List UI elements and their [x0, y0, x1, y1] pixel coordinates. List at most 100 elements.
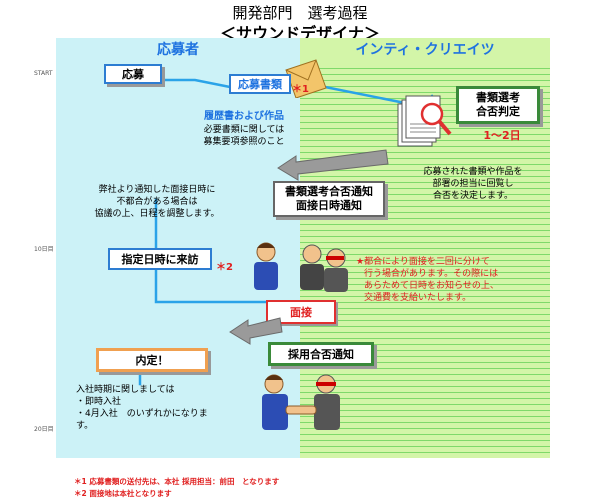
lane-stripe [300, 410, 550, 411]
lane-stripe [300, 302, 550, 303]
interview-note-line1: ★都合により面接を二回に分けて [356, 257, 490, 267]
result-notice-line1: 書類選考合否通知 [285, 185, 373, 198]
lane-stripe [300, 164, 550, 165]
apply-box: 応募 [104, 64, 162, 84]
lane-stripe [300, 398, 550, 399]
lane-stripe [300, 434, 550, 435]
gray-arrow-icon [277, 149, 389, 181]
lane-stripe [300, 356, 550, 357]
schedule-line3: 協議の上、日程を調整します。 [94, 209, 220, 219]
lane-stripe [300, 296, 550, 297]
lane-stripe [300, 254, 550, 255]
lane-stripe [300, 320, 550, 321]
result-notice-box: 書類選考合否通知 面接日時通知 [273, 181, 385, 217]
lane-stripe [300, 74, 550, 75]
flow-line-visit-to-interview [154, 268, 268, 304]
lane-stripe [300, 188, 550, 189]
lane-stripe [300, 218, 550, 219]
lane-stripe [300, 224, 550, 225]
lane-stripe [300, 92, 550, 93]
lane-stripe [300, 308, 550, 309]
screening-days: 1～2日 [483, 129, 521, 142]
lane-stripe [300, 230, 550, 231]
lane-stripe [300, 428, 550, 429]
flow-line-apply-to-docs [153, 78, 237, 90]
lane-stripe [300, 206, 550, 207]
interview-people-icon [254, 242, 348, 292]
review-line2: 部署の担当に回覧し [432, 179, 514, 189]
required-docs-line2: 募集要項参照のこと [203, 137, 285, 147]
join-line1: 入社時期に関しましては [76, 385, 175, 395]
lane-stripe [300, 380, 550, 381]
review-line3: 合否を決定します。 [432, 191, 514, 201]
lane-stripe [300, 284, 550, 285]
lane-stripe [300, 212, 550, 213]
lane-stripe [300, 278, 550, 279]
lane-stripe [300, 350, 550, 351]
lane-stripe [300, 182, 550, 183]
screening-line1: 書類選考 [476, 91, 520, 104]
interview-note-line3: あらためて日時をお知らせの上、 [364, 281, 499, 291]
timeline-day10: 10日目 [34, 246, 54, 253]
lane-stripe [300, 176, 550, 177]
lane-stripe [300, 314, 550, 315]
lane-stripe [300, 170, 550, 171]
lane-stripe [300, 194, 550, 195]
lane-stripe [300, 266, 550, 267]
lane-stripe [300, 338, 550, 339]
magnifier-document-icon [397, 95, 452, 147]
page-title: 開発部門 選考過程 [232, 4, 368, 22]
lane-stripe [300, 68, 550, 69]
footer-note1: ＊1 応募書類の送付先は、本社 採用担当：前田 となります [74, 477, 280, 486]
lane-stripe [300, 404, 550, 405]
handshake-icon [262, 374, 340, 430]
hire-notice-box: 採用合否通知 [268, 342, 374, 366]
review-line1: 応募された書類や作品を [423, 167, 523, 177]
lane-stripe [300, 200, 550, 201]
lane-stripe [300, 374, 550, 375]
lane-stripe [300, 248, 550, 249]
lane-stripe [300, 392, 550, 393]
lane-stripe [300, 242, 550, 243]
join-line4: す。 [76, 421, 94, 431]
note2-mark: ＊2 [216, 262, 233, 273]
schedule-line2: 不都合がある場合は [116, 197, 198, 207]
lane-stripe [300, 236, 550, 237]
timeline-start: START [34, 70, 53, 77]
required-docs-line1: 必要書類に関しては [203, 125, 285, 135]
lane-stripe [300, 260, 550, 261]
lane-stripe [300, 422, 550, 423]
lane-stripe [300, 344, 550, 345]
note1-mark: ＊1 [292, 84, 309, 95]
schedule-line1: 弊社より通知した面接日時に [98, 185, 216, 195]
lane-stripe [300, 86, 550, 87]
lane-stripe [300, 362, 550, 363]
join-line2: ・即時入社 [76, 397, 122, 407]
interview-note-line4: 交通費を支給いたします。 [364, 293, 472, 303]
screening-line2: 合否判定 [476, 105, 520, 118]
offer-box: 内定！ [96, 348, 208, 372]
timeline-day20: 20日目 [34, 426, 54, 433]
screening-box: 書類選考 合否判定 [456, 86, 540, 124]
visit-box: 指定日時に来訪 [108, 248, 212, 270]
company-lane-title: インティ・クリエイツ [355, 42, 495, 58]
interview-note-line2: 行う場合があります。その際には [364, 269, 499, 279]
envelope-icon [285, 59, 327, 98]
resume-works-label: 履歴書および作品 [204, 111, 284, 122]
lane-stripe [300, 152, 550, 153]
gray-arrow-icon-2 [229, 317, 283, 345]
footer-note2: ＊2 面接地は本社となります [74, 489, 172, 498]
lane-stripe [300, 80, 550, 81]
lane-stripe [300, 332, 550, 333]
lane-stripe [300, 158, 550, 159]
lane-stripe [300, 326, 550, 327]
lane-stripe [300, 446, 550, 447]
lane-stripe [300, 386, 550, 387]
application-docs-box: 応募書類 [229, 74, 291, 94]
applicant-lane-title: 応募者 [157, 42, 199, 58]
lane-stripe [300, 272, 550, 273]
lane-stripe [300, 452, 550, 453]
join-line3: ・4月入社 のいずれかになりま [76, 409, 208, 419]
lane-stripe [300, 416, 550, 417]
result-notice-line2: 面接日時通知 [296, 199, 362, 212]
